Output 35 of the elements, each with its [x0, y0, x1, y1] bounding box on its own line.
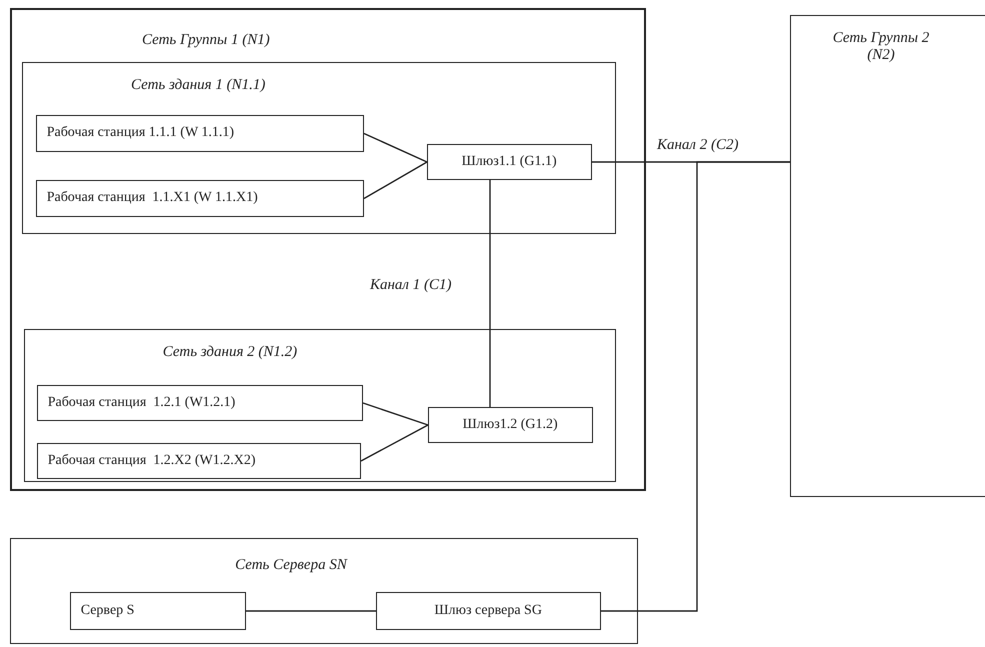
gateway-box [376, 592, 601, 630]
gateway-box [426, 144, 592, 180]
network-title: Сеть Группы 1 (N1) [142, 32, 270, 49]
connection-line [246, 610, 376, 612]
network-title: Сеть здания 1 (N1.1) [131, 77, 266, 94]
connection-line [360, 424, 428, 462]
network-frame [10, 8, 646, 491]
edge-label: Канал 1 (C1) [368, 277, 454, 294]
connection-line [601, 161, 790, 612]
node-box [36, 442, 361, 479]
node-label: Шлюз1.1 (G1.1) [460, 154, 558, 170]
node-label: Рабочая станция 1.1.X1 (W 1.1.X1) [46, 190, 258, 206]
node-label: Шлюз1.2 (G1.2) [462, 416, 559, 433]
connection-line [362, 402, 428, 426]
connection-line [489, 180, 491, 407]
node-box [36, 384, 363, 421]
network-title: Сеть Сервера SN [234, 557, 348, 574]
gateway-box [428, 406, 593, 443]
node-label: Рабочая станция 1.1.1 (W 1.1.1) [46, 125, 234, 142]
node-label: Рабочая станция 1.2.X2 (W1.2.X2) [46, 452, 256, 469]
network-frame [790, 15, 985, 497]
node-box [36, 180, 364, 217]
network-title: Сеть здания 2 (N1.2) [162, 344, 298, 361]
node-label: Шлюз сервера SG [433, 602, 543, 619]
network-frame [10, 538, 638, 644]
node-label: Сервер S [80, 602, 134, 619]
connection-line [364, 132, 428, 163]
network-title: Сеть Группы 2 (N2) [832, 30, 930, 64]
connection-line [364, 161, 428, 200]
node-label: Рабочая станция 1.2.1 (W1.2.1) [46, 394, 236, 411]
network-frame [22, 62, 616, 234]
node-box [70, 592, 246, 630]
network-frame [24, 329, 616, 482]
edge-label: Канал 2 (C2) [655, 137, 740, 154]
node-box [36, 114, 364, 152]
